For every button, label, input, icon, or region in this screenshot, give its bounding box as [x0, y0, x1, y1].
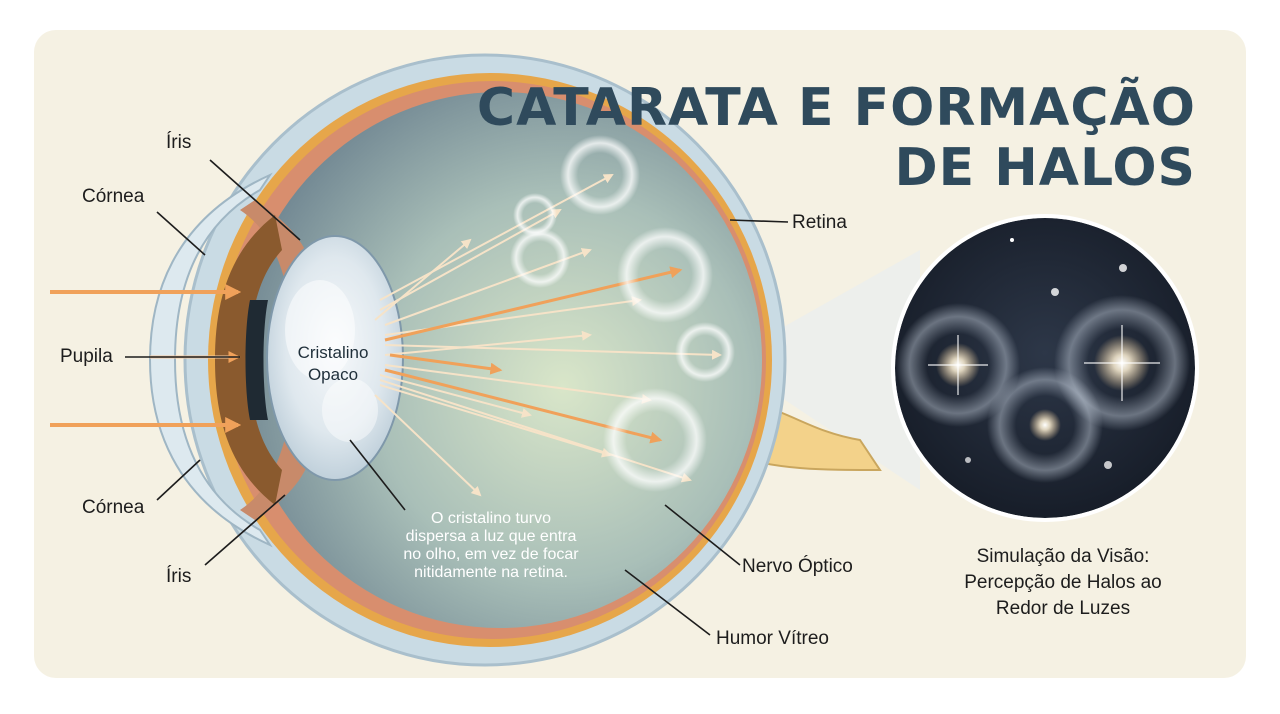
- zoom-cone: [725, 250, 920, 490]
- simulation-line1: Simulação da Visão:: [976, 546, 1150, 567]
- scattered-ray: [384, 344, 722, 360]
- distant-light: [1051, 288, 1059, 296]
- leader-retina: [729, 219, 789, 223]
- description-note: O cristalino turvo dispersa a luz que en…: [376, 510, 606, 582]
- leader-iris-top: [209, 159, 301, 241]
- distant-light: [965, 457, 971, 463]
- label-iris-bottom: Íris: [166, 566, 192, 587]
- leader-lines: [125, 159, 789, 636]
- light-glow: [1029, 409, 1061, 441]
- distant-light: [1104, 461, 1112, 469]
- label-humor-vitreo: Humor Vítreo: [716, 628, 829, 649]
- label-cornea-bottom: Córnea: [82, 497, 145, 518]
- label-cornea-top: Córnea: [82, 186, 145, 207]
- halo: [603, 388, 707, 492]
- simulation-line3: Redor de Luzes: [995, 598, 1131, 619]
- pupil: [245, 300, 268, 420]
- retina-halos: [510, 135, 735, 492]
- description-line2: dispersa a luz que entra: [405, 528, 577, 545]
- label-retina: Retina: [792, 212, 847, 233]
- simulation-line2: Percepção de Halos ao: [964, 572, 1162, 593]
- description-line3: no olho, em vez de focar: [403, 546, 579, 563]
- scattered-ray: [384, 330, 592, 356]
- scattered-ray: [374, 394, 482, 497]
- simulation-caption: Simulação da Visão: Percepção de Halos a…: [928, 544, 1198, 622]
- lens-cloud: [285, 280, 355, 380]
- label-cristalino: Cristalino Opaco: [278, 342, 388, 386]
- label-cristalino-line1: Cristalino: [297, 343, 369, 362]
- scattered-ray: [379, 374, 532, 418]
- leader-lens: [349, 439, 406, 511]
- label-cristalino-line2: Opaco: [307, 365, 359, 384]
- star-spikes: [928, 325, 1160, 401]
- distant-light: [1119, 264, 1127, 272]
- description-line4: nitidamente na retina.: [414, 564, 568, 581]
- halo: [675, 322, 735, 382]
- leader-cornea-bottom: [156, 459, 201, 501]
- halo: [510, 228, 570, 288]
- vitreous-body: [238, 92, 762, 628]
- scattered-ray: [374, 238, 472, 321]
- halo: [617, 227, 713, 323]
- lens-cloud: [322, 378, 378, 442]
- leader-humor: [624, 569, 711, 636]
- cornea: [148, 172, 273, 548]
- leader-nervo: [664, 504, 741, 566]
- leader-cornea-top: [156, 211, 206, 256]
- label-iris-top: Íris: [166, 132, 192, 153]
- description-line1: O cristalino turvo: [430, 510, 552, 527]
- halo: [513, 193, 557, 237]
- label-nervo-optico: Nervo Óptico: [742, 556, 853, 577]
- label-pupila: Pupila: [60, 346, 113, 367]
- distant-light: [1010, 238, 1014, 242]
- title-line-1: CATARATA E FORMAÇÃO: [476, 78, 1196, 138]
- scattered-rays: [374, 174, 722, 497]
- leader-iris-bottom: [204, 494, 286, 566]
- vision-simulation: [895, 218, 1195, 518]
- scattered-ray: [379, 384, 612, 458]
- scattered-ray: [389, 353, 503, 375]
- halo: [560, 135, 640, 215]
- title-line-2: DE HALOS: [894, 138, 1196, 198]
- scattered-ray: [384, 364, 652, 404]
